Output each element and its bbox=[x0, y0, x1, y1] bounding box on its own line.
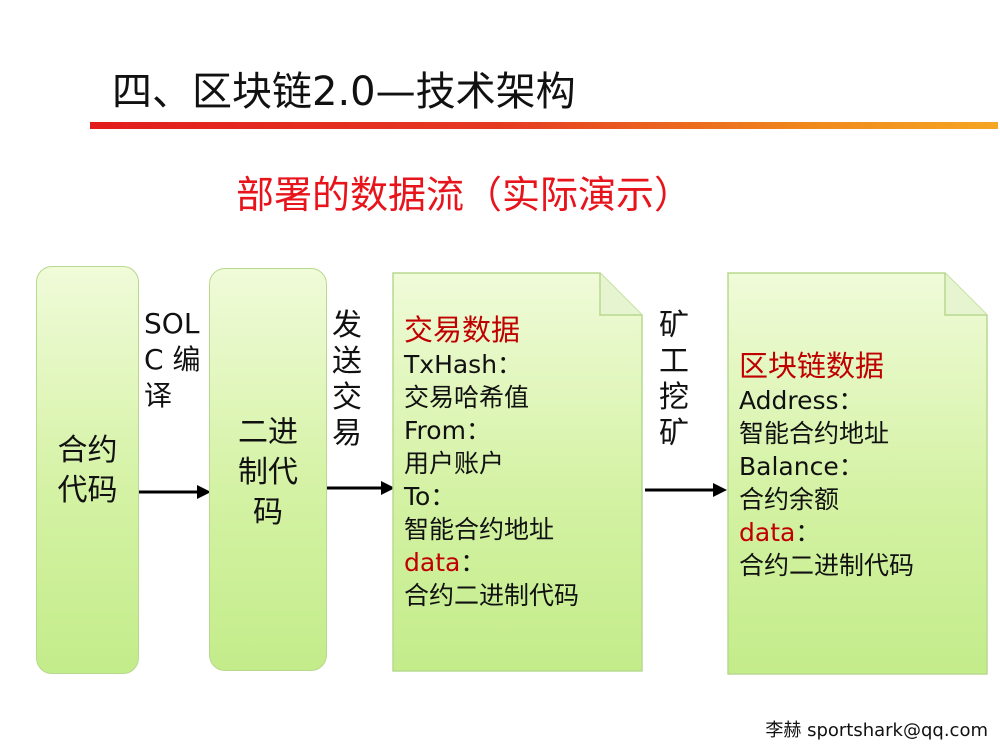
binary-code-label-2: 制代 bbox=[238, 455, 298, 490]
block-line-2: 智能合约地址 bbox=[739, 419, 890, 448]
send-tx-label: 发 送 交 易 bbox=[327, 308, 367, 452]
arrow-mining bbox=[645, 483, 727, 497]
compile-label-line-3: 译 bbox=[144, 379, 173, 412]
mining-label: 矿 工 挖 矿 bbox=[654, 308, 694, 452]
binary-code-box: 二进 制代 码 bbox=[209, 268, 327, 671]
tx-data-colon: ： bbox=[460, 548, 486, 577]
tx-line-8: 合约二进制代码 bbox=[404, 581, 580, 610]
compile-label-line-1: SOL bbox=[144, 307, 200, 340]
binary-code-label-3: 码 bbox=[253, 495, 283, 530]
mining-char-4: 矿 bbox=[659, 416, 689, 451]
arrow-send-tx bbox=[327, 481, 395, 495]
mining-char-2: 工 bbox=[659, 344, 689, 379]
transaction-doc-shape bbox=[392, 272, 643, 672]
tx-line-3: From： bbox=[404, 416, 491, 445]
tx-line-5: To： bbox=[404, 482, 456, 511]
block-data-key: data bbox=[739, 518, 796, 547]
contract-code-label-2: 代码 bbox=[57, 473, 118, 508]
send-tx-char-3: 交 bbox=[332, 380, 362, 415]
mining-char-1: 矿 bbox=[659, 308, 689, 343]
blockchain-data-heading: 区块链数据 bbox=[739, 349, 885, 383]
diagram-subtitle: 部署的数据流（实际演示） bbox=[236, 173, 693, 217]
contract-code-box: 合约 代码 bbox=[36, 266, 139, 674]
mining-char-3: 挖 bbox=[659, 380, 689, 415]
title-underline bbox=[90, 122, 998, 129]
block-line-3: Balance： bbox=[739, 452, 864, 481]
tx-line-1: TxHash： bbox=[404, 350, 523, 379]
send-tx-char-1: 发 bbox=[332, 308, 362, 343]
block-line-4: 合约余额 bbox=[739, 485, 840, 514]
block-line-5: data： bbox=[739, 516, 978, 549]
tx-line-7: data： bbox=[404, 546, 633, 579]
arrow-compile bbox=[139, 485, 211, 499]
page-title: 四、区块链2.0—技术架构 bbox=[112, 69, 576, 115]
blockchain-data-box: 区块链数据 Address： 智能合约地址 Balance： 合约余额 data… bbox=[727, 272, 988, 675]
send-tx-char-2: 送 bbox=[332, 344, 362, 379]
transaction-data-box: 交易数据 TxHash： 交易哈希值 From： 用户账户 To： 智能合约地址… bbox=[392, 272, 643, 672]
block-data-colon: ： bbox=[795, 518, 821, 547]
block-line-6: 合约二进制代码 bbox=[739, 551, 915, 580]
send-tx-char-4: 易 bbox=[332, 416, 362, 451]
tx-line-6: 智能合约地址 bbox=[404, 515, 555, 544]
block-line-1: Address： bbox=[739, 386, 864, 415]
compile-label-line-2: C 编 bbox=[144, 343, 201, 376]
transaction-data-heading: 交易数据 bbox=[404, 313, 521, 347]
contract-code-label-1: 合约 bbox=[57, 433, 118, 468]
tx-line-2: 交易哈希值 bbox=[404, 383, 530, 412]
compile-label: SOL C 编 译 bbox=[144, 306, 200, 414]
blockchain-doc-shape bbox=[727, 272, 988, 675]
author-footer: 李赫 sportshark@qq.com bbox=[765, 720, 988, 741]
tx-data-key: data bbox=[404, 548, 461, 577]
tx-line-4: 用户账户 bbox=[404, 449, 505, 478]
binary-code-label-1: 二进 bbox=[238, 415, 298, 450]
